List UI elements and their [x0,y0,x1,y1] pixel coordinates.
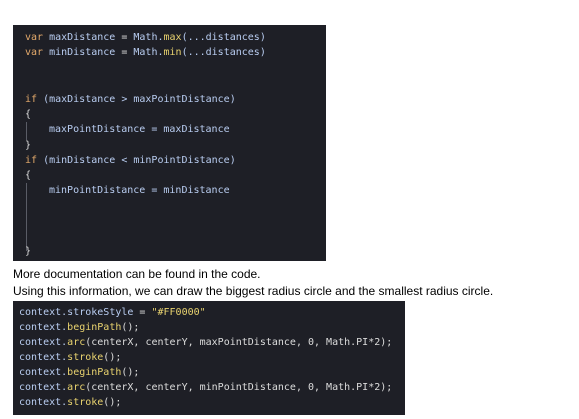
code-line-open-brace: { [25,109,32,120]
object: context. [19,397,68,408]
arguments: (...distances) [181,47,266,58]
doc-text-documentation: More documentation can be found in the c… [13,267,261,281]
object: Math. [133,47,164,58]
operator: = [115,47,134,58]
operator: = [115,32,134,43]
code-line-begin-path: context.beginPath(); [19,321,139,335]
string-literal: "#FF0000" [151,307,206,318]
arguments: (); [121,367,140,378]
function-name: arc [67,337,86,348]
code-line-assign-min: minPointDistance = minDistance [49,185,230,196]
code-block-distances: var maxDistance = Math.max(...distances)… [13,25,326,261]
keyword: var [25,32,50,43]
arguments: (...distances) [181,32,266,43]
doc-text-draw-circles: Using this information, we can draw the … [13,284,494,298]
code-line-if-max: if (maxDistance > maxPointDistance) [25,93,236,107]
object: context. [19,322,68,333]
object: context. [19,352,68,363]
code-line-stroke: context.stroke(); [19,351,121,365]
function-name: stroke [67,352,104,363]
indent-guide [26,183,27,251]
function-name: stroke [67,397,104,408]
function-name: arc [67,382,86,393]
keyword: var [25,47,50,58]
indent-guide [26,122,27,136]
arguments: (centerX, centerY, maxPointDistance, 0, … [85,337,393,348]
code-line-max-distance: var maxDistance = Math.max(...distances) [25,31,266,45]
arguments: (); [121,322,140,333]
object: context. [19,307,68,318]
code-line-assign-max: maxPointDistance = maxDistance [49,124,230,135]
identifier: minDistance [49,47,116,58]
code-line-arc-min: context.arc(centerX, centerY, minPointDi… [19,381,392,395]
code-line-stroke: context.stroke(); [19,396,121,410]
code-line-open-brace: { [25,170,32,181]
keyword: if [25,94,44,105]
indent-guide [26,136,27,140]
arguments: (); [103,397,122,408]
code-line-min-distance: var minDistance = Math.min(...distances) [25,46,266,60]
code-block-draw-circles: context.strokeStyle = "#FF0000" context.… [13,301,405,415]
operator: = [133,307,152,318]
function-name: beginPath [67,367,122,378]
arguments: (centerX, centerY, minPointDistance, 0, … [85,382,393,393]
code-line-arc-max: context.arc(centerX, centerY, maxPointDi… [19,336,392,350]
keyword: if [25,155,44,166]
code-line-stroke-style: context.strokeStyle = "#FF0000" [19,306,206,320]
condition: (minDistance < minPointDistance) [43,155,236,166]
property: strokeStyle [67,307,134,318]
condition: (maxDistance > maxPointDistance) [43,94,236,105]
object: context. [19,382,68,393]
object: context. [19,337,68,348]
function-name: max [163,32,182,43]
object: Math. [133,32,164,43]
code-line-if-min: if (minDistance < minPointDistance) [25,154,236,168]
identifier: maxDistance [49,32,116,43]
code-line-close-brace: } [25,140,32,151]
object: context. [19,367,68,378]
code-line-close-brace: } [25,246,32,257]
arguments: (); [103,352,122,363]
function-name: min [163,47,182,58]
code-line-begin-path: context.beginPath(); [19,366,139,380]
function-name: beginPath [67,322,122,333]
